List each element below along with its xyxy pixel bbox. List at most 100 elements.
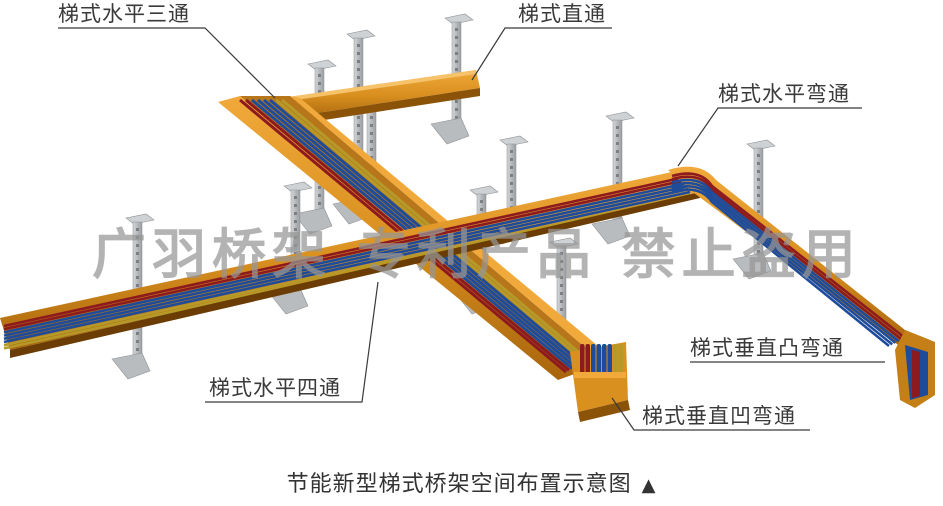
hanger-hole <box>757 250 760 253</box>
hanger-hole <box>455 52 458 55</box>
support-hanger <box>732 139 776 280</box>
callout-straight: 梯式直通 <box>518 2 606 26</box>
hanger-hole <box>616 166 619 169</box>
hanger-hole <box>455 68 458 71</box>
hanger-hole <box>560 260 563 263</box>
triangle-marker-icon: ▲ <box>641 475 657 496</box>
hanger-top-plate <box>444 13 474 25</box>
cable <box>3 174 691 328</box>
hanger-hole <box>136 244 139 247</box>
hanger-hole <box>294 204 297 207</box>
callout-vertical-inside-elbow: 梯式垂直凹弯通 <box>642 404 796 428</box>
cable <box>671 181 897 344</box>
cable <box>3 190 691 344</box>
hanger-hole <box>370 148 373 151</box>
hanger-hole <box>357 84 360 87</box>
hanger-hole <box>136 260 139 263</box>
cable <box>3 181 691 334</box>
hanger-hole <box>616 142 619 145</box>
cable-riser <box>580 344 585 374</box>
leader-horizontal-tee <box>58 27 276 99</box>
hanger-bracket <box>732 252 772 280</box>
hanger-bracket <box>591 217 631 245</box>
hanger-bracket <box>111 352 151 380</box>
hanger-hole <box>455 100 458 103</box>
hanger-top-plate <box>307 59 337 71</box>
watermark: 广羽桥架 专利产品 禁止盗用 <box>92 223 862 286</box>
hanger-hole <box>294 244 297 247</box>
hanger-hole <box>370 156 373 159</box>
hanger-hole <box>757 186 760 189</box>
hanger-top-plate <box>125 213 155 225</box>
hanger-hole <box>357 52 360 55</box>
support-hanger <box>591 111 635 245</box>
hanger-top-plate <box>499 135 529 147</box>
hanger-hole <box>480 200 483 203</box>
cable-riser <box>618 344 623 374</box>
hanger-hole <box>294 220 297 223</box>
hanger-hole <box>510 158 513 161</box>
cable-riser <box>591 344 596 374</box>
hanger-hole <box>136 284 139 287</box>
cable <box>671 175 903 341</box>
hanger-hole <box>294 236 297 239</box>
hanger-bracket <box>293 207 333 235</box>
leader-horizontal-cross <box>205 281 379 403</box>
cable <box>3 193 691 347</box>
hanger-hole <box>616 134 619 137</box>
cable <box>671 188 890 348</box>
hanger-hole <box>510 166 513 169</box>
hanger-hole <box>757 210 760 213</box>
cable-riser <box>607 344 612 374</box>
hanger-hole <box>455 28 458 31</box>
leader-horizontal-elbow <box>677 107 862 167</box>
figure-caption: 节能新型梯式桥架空间布置示意图▲ <box>0 474 943 496</box>
hanger-hole <box>455 108 458 111</box>
cable <box>3 184 691 337</box>
hanger-hole <box>510 198 513 201</box>
hanger-hole <box>357 76 360 79</box>
hanger-hole <box>136 236 139 239</box>
hanger-hole <box>357 44 360 47</box>
hanger-hole <box>136 268 139 271</box>
cable-riser <box>596 344 601 374</box>
hanger-hole <box>136 252 139 255</box>
callout-horizontal-elbow: 梯式水平弯通 <box>718 82 850 106</box>
hanger-hole <box>757 178 760 181</box>
hanger-hole <box>510 150 513 153</box>
hanger-hole <box>560 284 563 287</box>
hanger-hole <box>560 300 563 303</box>
callout-vertical-outside-elbow: 梯式垂直凸弯通 <box>690 336 844 360</box>
hanger-hole <box>370 140 373 143</box>
hanger-hole <box>357 60 360 63</box>
hanger-hole <box>757 162 760 165</box>
hanger-hole <box>294 196 297 199</box>
cable <box>671 185 894 346</box>
callout-leader-lines <box>58 27 885 431</box>
cable <box>3 187 691 341</box>
hanger-hole <box>318 74 321 77</box>
hanger-top-plate <box>746 139 776 151</box>
hanger-hole <box>455 116 458 119</box>
hanger-bracket <box>430 117 470 145</box>
hanger-hole <box>560 268 563 271</box>
hanger-hole <box>136 332 139 335</box>
hanger-hole <box>136 276 139 279</box>
hanger-hole <box>616 158 619 161</box>
hanger-hole <box>455 60 458 63</box>
hanger-hole <box>294 252 297 255</box>
hanger-hole <box>455 36 458 39</box>
hanger-hole <box>357 116 360 119</box>
hanger-hole <box>480 208 483 211</box>
hanger-hole <box>757 202 760 205</box>
hanger-hole <box>757 242 760 245</box>
hanger-hole <box>616 174 619 177</box>
hanger-hole <box>318 194 321 197</box>
cable <box>671 172 906 340</box>
hanger-top-plate <box>469 185 499 197</box>
hanger-hole <box>757 170 760 173</box>
hanger-hole <box>616 126 619 129</box>
hanger-top-plate <box>605 111 635 123</box>
hanger-hole <box>560 292 563 295</box>
